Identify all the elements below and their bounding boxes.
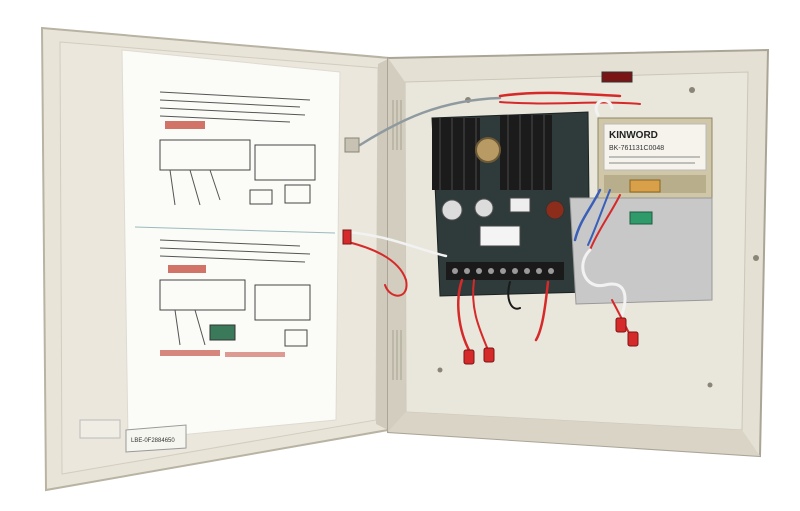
- wiring: [346, 91, 641, 354]
- transformer-model: BK-761131C0048: [609, 145, 664, 152]
- door-connector: [342, 229, 352, 245]
- door-sticker-text: LBE-0F2884650: [131, 438, 175, 444]
- green-terminal: [629, 211, 653, 225]
- wiring-diagram-sheet: [121, 49, 341, 441]
- relay: [479, 225, 521, 247]
- upper-diagram: [159, 91, 316, 206]
- heatsink-left: [432, 118, 480, 190]
- transformer-coil: [629, 179, 661, 193]
- door-latch-plate: [79, 419, 121, 439]
- circuit-board: [431, 111, 591, 297]
- transformer-brand: KINWORD: [609, 130, 658, 141]
- mounting-plate: [569, 197, 713, 305]
- status-display: [601, 71, 633, 83]
- capacitor-1: [441, 199, 463, 221]
- rectifier: [475, 137, 501, 163]
- box-latch: [753, 255, 759, 261]
- relay-chip: [509, 197, 531, 213]
- ground-clip: [344, 137, 360, 153]
- door-sticker: LBE-0F2884650: [125, 424, 187, 453]
- capacitor-2: [474, 198, 494, 218]
- lower-diagram: [159, 239, 311, 347]
- fuse-holder: [545, 200, 565, 220]
- heatsink-right: [500, 115, 552, 190]
- crimp-connectors: [463, 317, 639, 365]
- transformer: KINWORD BK-761131C0048: [597, 117, 713, 199]
